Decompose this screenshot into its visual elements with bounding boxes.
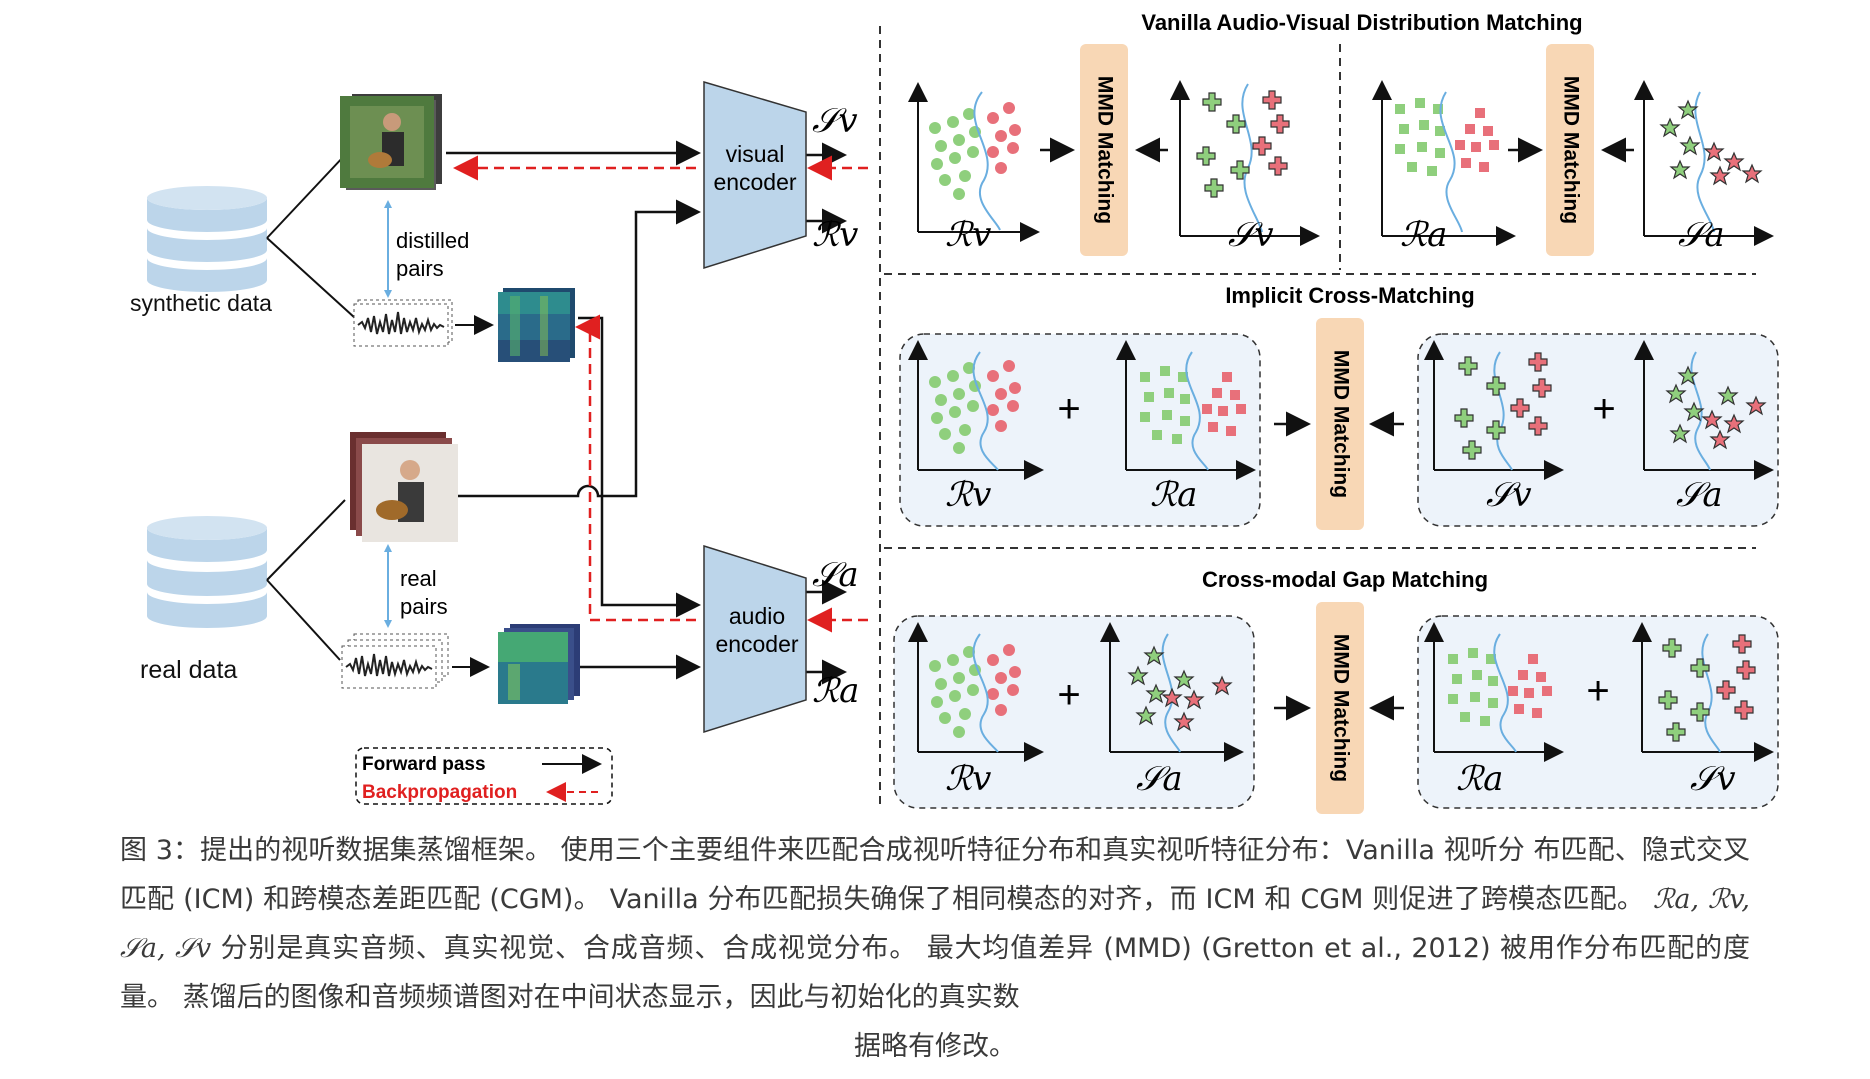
cgm-plot-sa [1100, 622, 1244, 762]
caption-line-2: 布匹配、隐式交叉匹配 (ICM) 和跨模态差距匹配 (CGM)。 Vanilla… [120, 835, 1751, 915]
vanilla-plot-sa [1634, 80, 1774, 246]
vanilla-sa-label: 𝒮a [1678, 215, 1725, 255]
vanilla-title: Vanilla Audio-Visual Distribution Matchi… [1141, 10, 1582, 35]
cgm-title: Cross-modal Gap Matching [1202, 567, 1488, 592]
icm-plot-ra [1116, 340, 1256, 480]
branch-lines [266, 154, 356, 661]
vanilla-plot-rv [908, 82, 1036, 232]
sa-symbol: 𝒮a [812, 555, 859, 595]
cgm-mmd-label: MMD Matching [1329, 634, 1352, 782]
caption-line-5: 据略有修改。 [854, 1031, 1016, 1062]
caption-line-1: 图 3：提出的视听数据集蒸馏框架。 使用三个主要组件来匹配合成视听特征分布和真实… [120, 835, 1525, 866]
cgm-rv-label: ℛv [945, 759, 991, 799]
caption-line-4: (Gretton et al., 2012) 被用作分布匹配的度量。 蒸馏后的图… [120, 933, 1750, 1013]
icm-plot-sa [1634, 340, 1774, 480]
synthetic-waveform [353, 299, 453, 347]
cgm-sv-label: 𝒮v [1690, 759, 1736, 799]
synthetic-data-label: synthetic data [130, 290, 272, 316]
icm-sa-label: 𝒮a [1676, 475, 1723, 515]
cgm-plus-2: + [1586, 669, 1609, 713]
ra-symbol: ℛa [812, 671, 859, 711]
audio-encoder-label-1: audio [729, 603, 785, 629]
cgm-ra-label: ℛa [1456, 759, 1503, 799]
icm-plot-rv [908, 340, 1044, 480]
real-waveform-stack [341, 633, 449, 689]
icm-title: Implicit Cross-Matching [1225, 283, 1474, 308]
vanilla-ra-label: ℛa [1400, 215, 1447, 255]
cgm-mmd-box: MMD Matching [1316, 602, 1364, 814]
real-data-icon [147, 516, 267, 628]
icm-plus-1: + [1057, 387, 1080, 431]
audio-encoder: audio encoder [703, 544, 807, 734]
visual-encoder-label-2: encoder [713, 169, 796, 195]
caption-line-3a: 则促进了跨模态匹配。 [1372, 884, 1645, 915]
framework-figure: synthetic data real data dis [130, 10, 1779, 814]
icm-real-group [899, 333, 1261, 527]
legend-backprop-label: Backpropagation [362, 782, 517, 803]
synthetic-image-stack [340, 94, 442, 190]
vanilla-mmd-box-1: MMD Matching [1080, 44, 1128, 256]
cgm-plot-rv [908, 622, 1044, 762]
sv-symbol: 𝒮v [812, 101, 858, 141]
cgm-sa-label: 𝒮a [1136, 759, 1183, 799]
real-spectrogram-stack [498, 624, 580, 704]
real-image-stack [350, 432, 458, 542]
distilled-pairs-label-1: distilled [396, 228, 469, 253]
legend: Forward pass Backpropagation [355, 747, 613, 805]
figure-caption: 图 3：提出的视听数据集蒸馏框架。 使用三个主要组件来匹配合成视听特征分布和真实… [120, 826, 1750, 1071]
caption-line-3-math: ℛa, ℛv, 𝒮a, 𝒮v [120, 884, 1750, 964]
rv-symbol: ℛv [812, 215, 858, 255]
icm-ra-label: ℛa [1150, 475, 1197, 515]
icm-mmd-box: MMD Matching [1316, 318, 1364, 530]
vanilla-mmd-label-1: MMD Matching [1093, 76, 1116, 224]
cgm-plot-sv [1632, 622, 1774, 762]
visual-encoder-label-1: visual [726, 141, 785, 167]
synthetic-spectrogram [498, 288, 575, 362]
vanilla-mmd-box-2: MMD Matching [1546, 44, 1594, 256]
caption-line-3b: 分别是真实音频、真实视觉、合成音频、合成视觉分布。 最大均值差异 (MMD) [220, 933, 1192, 964]
real-pairs-label-1: real [400, 566, 437, 591]
vanilla-plot-sv [1170, 80, 1320, 246]
cgm-group-2 [1417, 615, 1779, 809]
vanilla-plot-ra [1372, 80, 1516, 246]
icm-plot-sv [1424, 340, 1564, 480]
synthetic-data-icon [147, 186, 267, 292]
icm-synthetic-group [1417, 333, 1779, 527]
visual-encoder: visual encoder [703, 80, 807, 270]
vanilla-sv-label: 𝒮v [1228, 215, 1274, 255]
vanilla-rv-label: ℛv [945, 215, 991, 255]
icm-mmd-label: MMD Matching [1329, 350, 1352, 498]
icm-rv-label: ℛv [945, 475, 991, 515]
real-pairs-label-2: pairs [400, 594, 448, 619]
legend-forward-label: Forward pass [362, 754, 486, 775]
icm-plus-2: + [1592, 387, 1615, 431]
audio-encoder-label-2: encoder [715, 631, 798, 657]
vanilla-mmd-label-2: MMD Matching [1559, 76, 1582, 224]
cgm-plus-1: + [1057, 673, 1080, 717]
distilled-pairs-label-2: pairs [396, 256, 444, 281]
cgm-plot-ra [1424, 622, 1564, 762]
icm-sv-label: 𝒮v [1486, 475, 1532, 515]
real-data-label: real data [140, 656, 237, 684]
